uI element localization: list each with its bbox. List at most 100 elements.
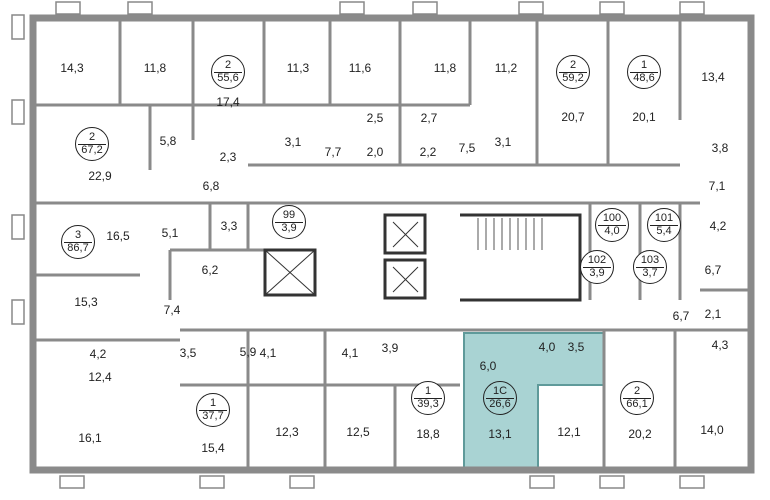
room-area-label: 13,1 bbox=[488, 427, 512, 441]
room-area-label: 2,2 bbox=[419, 145, 437, 159]
apartment-rooms: 2 bbox=[88, 131, 96, 143]
room-area-label: 7,7 bbox=[324, 145, 342, 159]
room-area-label: 2,3 bbox=[219, 150, 237, 164]
room-area-label: 5,9 bbox=[239, 345, 257, 359]
apartment-area: 59,2 bbox=[562, 72, 584, 84]
room-area-label: 12,4 bbox=[88, 370, 112, 384]
storage-number: 99 bbox=[282, 209, 296, 221]
room-area-label: 2,5 bbox=[366, 111, 384, 125]
room-area-label: 22,9 bbox=[88, 169, 112, 183]
room-area-label: 14,0 bbox=[700, 423, 724, 437]
storage-number: 100 bbox=[602, 212, 622, 224]
room-area-label: 6,8 bbox=[202, 179, 220, 193]
room-area-label: 17,4 bbox=[216, 95, 240, 109]
apartment-area: 55,6 bbox=[217, 72, 239, 84]
apartment-area: 39,3 bbox=[417, 398, 439, 410]
room-area-label: 7,4 bbox=[163, 303, 181, 317]
core-walls bbox=[263, 213, 582, 302]
room-area-label: 16,5 bbox=[106, 229, 130, 243]
room-area-label: 6,2 bbox=[201, 263, 219, 277]
storage-area: 4,0 bbox=[604, 225, 620, 237]
room-area-label: 3,9 bbox=[381, 341, 399, 355]
room-area-label: 3,5 bbox=[179, 346, 197, 360]
room-area-label: 5,8 bbox=[159, 134, 177, 148]
room-area-label: 11,2 bbox=[494, 61, 518, 75]
storage-area: 3,9 bbox=[281, 222, 297, 234]
apartment-area: 66,1 bbox=[626, 398, 648, 410]
room-area-label: 4,2 bbox=[709, 219, 727, 233]
room-area-label: 11,8 bbox=[143, 61, 167, 75]
apartment-rooms: 1 bbox=[640, 59, 648, 71]
apartment-rooms: 1 bbox=[424, 385, 432, 397]
apartment-rooms: 3 bbox=[74, 229, 82, 241]
room-area-label: 4,1 bbox=[341, 346, 359, 360]
room-area-label: 5,1 bbox=[161, 226, 179, 240]
room-area-label: 2,7 bbox=[420, 111, 438, 125]
room-area-label: 3,3 bbox=[220, 219, 238, 233]
apartment-rooms: 2 bbox=[224, 59, 232, 71]
apartment-rooms: 2 bbox=[569, 59, 577, 71]
room-area-label: 7,5 bbox=[458, 141, 476, 155]
storage-number: 102 bbox=[587, 254, 607, 266]
apartment-rooms: 1C bbox=[492, 385, 508, 397]
room-area-label: 11,6 bbox=[348, 61, 372, 75]
room-area-label: 7,1 bbox=[708, 179, 726, 193]
room-area-label: 18,8 bbox=[416, 427, 440, 441]
apartment-rooms: 2 bbox=[633, 385, 641, 397]
room-area-label: 3,5 bbox=[567, 340, 585, 354]
room-area-label: 16,1 bbox=[78, 431, 102, 445]
room-area-label: 11,3 bbox=[286, 61, 310, 75]
room-area-label: 4,0 bbox=[538, 340, 556, 354]
room-area-label: 6,7 bbox=[704, 263, 722, 277]
room-area-label: 4,3 bbox=[711, 338, 729, 352]
stair-icon bbox=[477, 218, 543, 250]
room-area-label: 2,0 bbox=[366, 145, 384, 159]
room-area-label: 20,1 bbox=[632, 110, 656, 124]
room-area-label: 4,2 bbox=[89, 347, 107, 361]
room-area-label: 20,2 bbox=[628, 427, 652, 441]
room-area-label: 12,3 bbox=[275, 425, 299, 439]
apartment-area: 26,6 bbox=[489, 398, 511, 410]
room-area-label: 12,5 bbox=[346, 425, 370, 439]
storage-number: 101 bbox=[654, 212, 674, 224]
room-area-label: 11,8 bbox=[433, 61, 457, 75]
windows bbox=[11, 1, 705, 489]
room-area-label: 3,8 bbox=[711, 141, 729, 155]
apartment-area: 86,7 bbox=[67, 242, 89, 254]
elevator-icons bbox=[264, 221, 419, 296]
room-area-label: 15,4 bbox=[201, 441, 225, 455]
storage-area: 3,9 bbox=[589, 267, 605, 279]
room-area-label: 6,7 bbox=[672, 309, 690, 323]
room-area-label: 13,4 bbox=[701, 70, 725, 84]
apartment-rooms: 1 bbox=[209, 397, 217, 409]
room-area-label: 20,7 bbox=[561, 110, 585, 124]
storage-area: 5,4 bbox=[656, 225, 672, 237]
room-area-label: 2,1 bbox=[704, 307, 722, 321]
apartment-area: 37,7 bbox=[202, 410, 224, 422]
room-area-label: 12,1 bbox=[557, 425, 581, 439]
room-area-label: 14,3 bbox=[60, 61, 84, 75]
room-area-label: 4,1 bbox=[259, 346, 277, 360]
apartment-area: 67,2 bbox=[81, 144, 103, 156]
apartment-area: 48,6 bbox=[633, 72, 655, 84]
room-area-label: 3,1 bbox=[284, 135, 302, 149]
room-area-label: 3,1 bbox=[494, 135, 512, 149]
storage-area: 3,7 bbox=[642, 267, 658, 279]
room-area-label: 6,0 bbox=[479, 359, 497, 373]
room-area-label: 15,3 bbox=[74, 295, 98, 309]
